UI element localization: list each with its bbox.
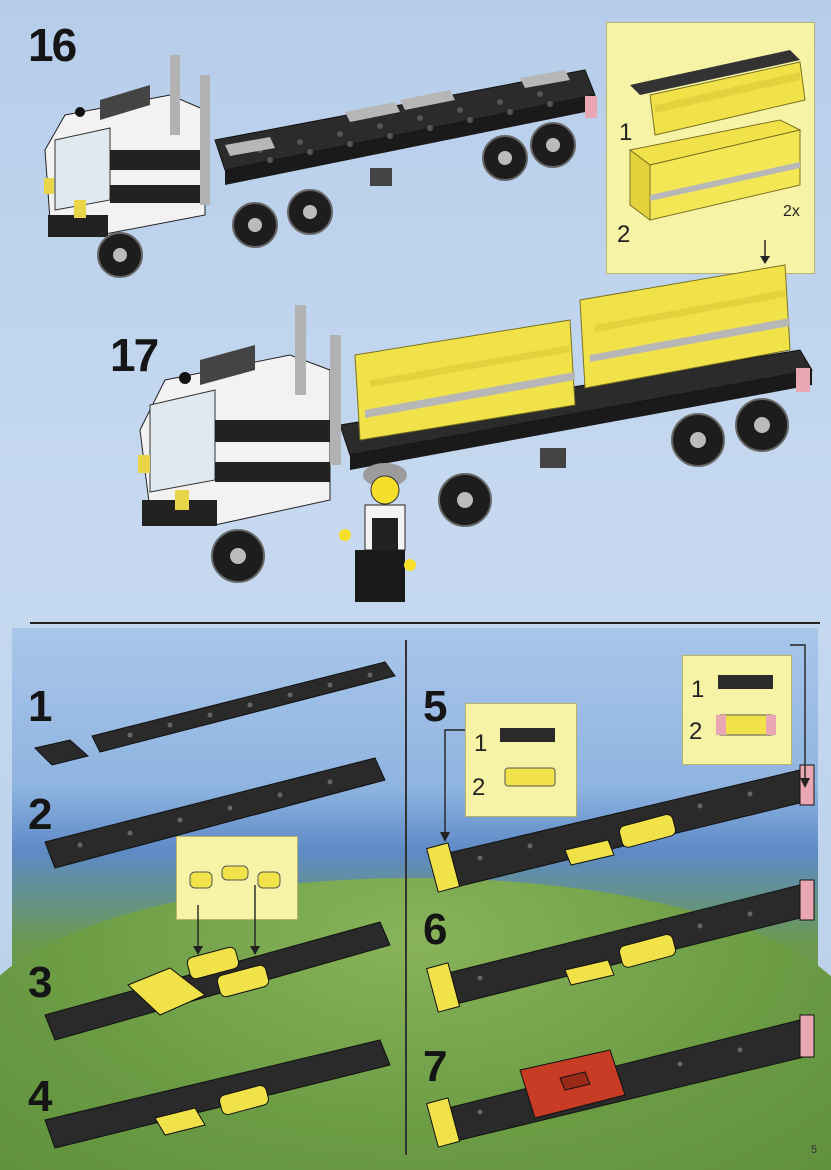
step-number-17: 17: [110, 329, 159, 381]
section-divider-vertical: [405, 640, 407, 1155]
step-number-2: 2: [28, 790, 53, 839]
step-number-16: 16: [28, 19, 77, 71]
step-number-3: 3: [28, 958, 53, 1007]
callout-label-2: 2: [617, 221, 631, 248]
step-number-4: 4: [28, 1072, 53, 1121]
step5-callout-left-label-2: 2: [472, 774, 486, 801]
callout-multiplier: 2x: [783, 203, 800, 220]
step5-callout-left-label-1: 1: [474, 730, 488, 757]
step-number-1: 1: [28, 682, 53, 731]
step-number-7: 7: [423, 1042, 448, 1091]
step5-callout-right-label-1: 1: [691, 676, 705, 703]
page-number: 5: [810, 1144, 817, 1156]
section-divider-horizontal: [30, 622, 820, 624]
step-number-6: 6: [423, 905, 448, 954]
step5-callout-left: 1 2: [465, 703, 577, 817]
step5-callout-right-label-2: 2: [689, 718, 703, 745]
callout-label-1: 1: [619, 119, 633, 146]
step5-callout-right: 1 2: [682, 655, 792, 765]
step-number-5: 5: [423, 682, 448, 731]
